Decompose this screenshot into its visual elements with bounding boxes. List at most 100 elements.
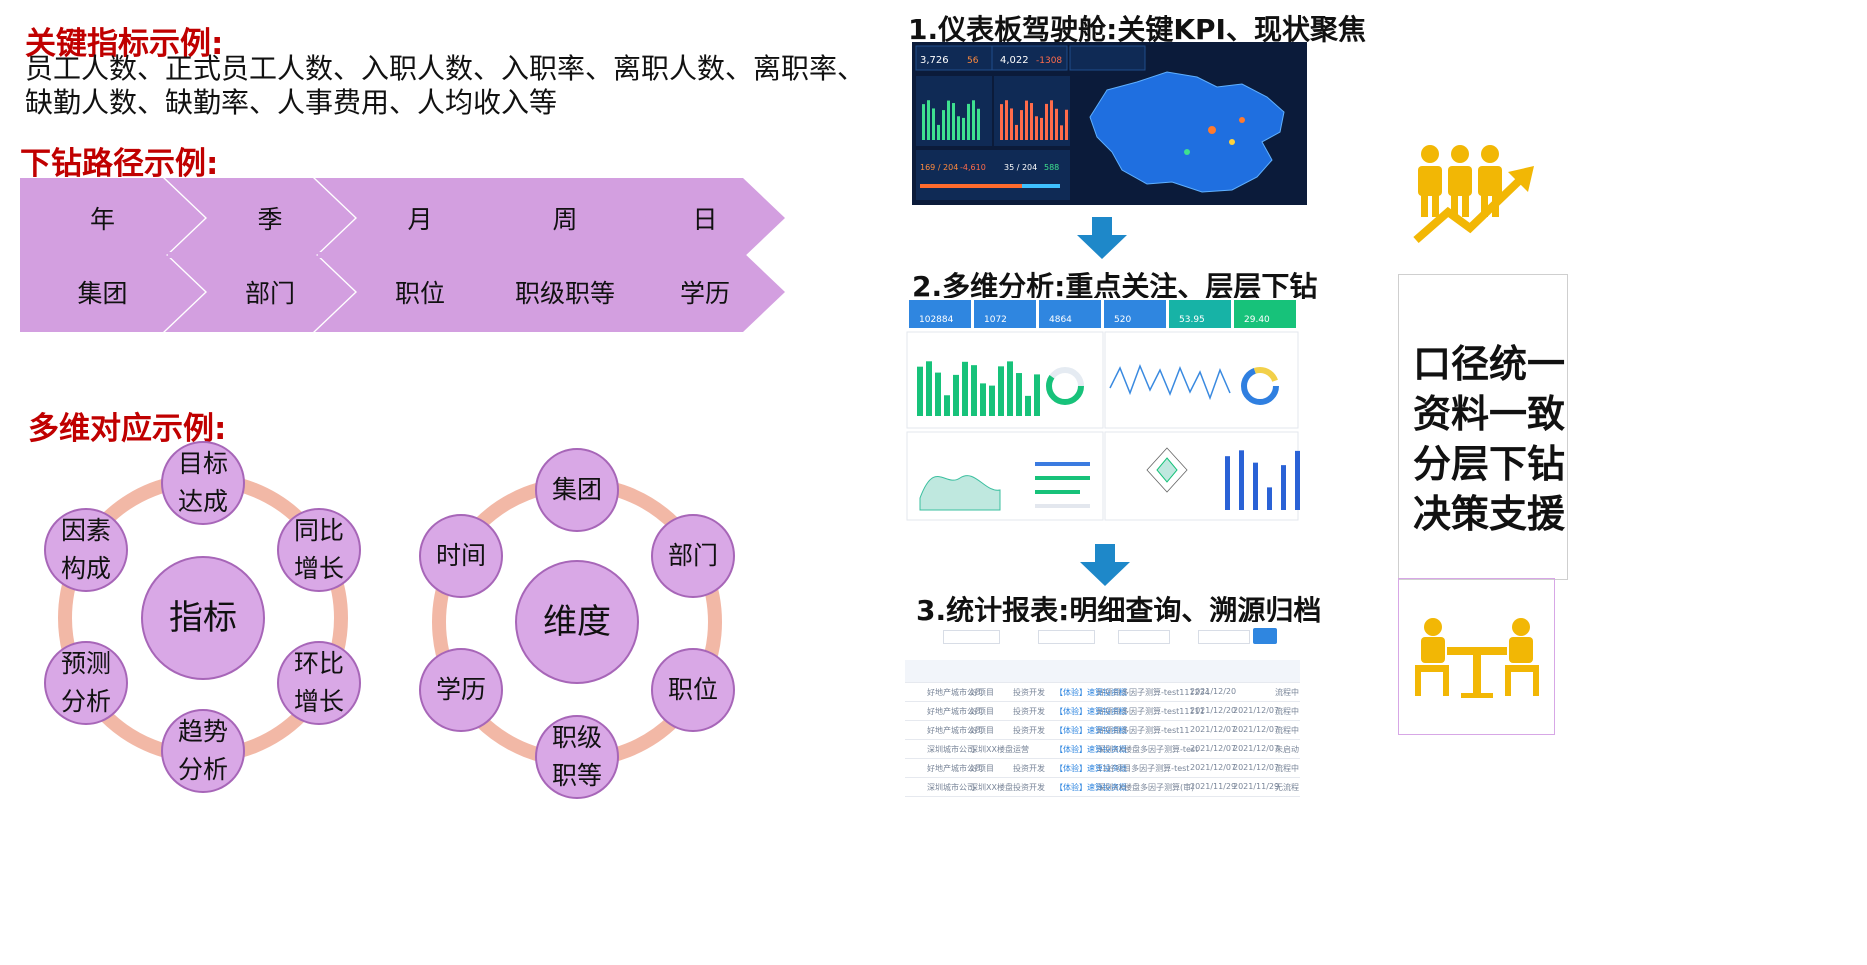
table-cell: 投资开发 xyxy=(1013,688,1045,697)
down-arrow-1 xyxy=(1077,217,1127,259)
report-search-button[interactable] xyxy=(1253,628,1277,644)
dashbars2-bar xyxy=(1035,116,1038,140)
analysis-tile xyxy=(1039,300,1101,328)
dimension-node-6: 时间 xyxy=(419,514,503,598)
dashbars2-bar xyxy=(1020,110,1023,140)
dashbars1-bar xyxy=(952,103,955,140)
table-cell: 【体验】速算投资概 xyxy=(1055,726,1127,735)
analysis-tile xyxy=(1169,300,1231,328)
dashbars2-bar xyxy=(1050,100,1053,140)
metric-node-2: 同比 增长 xyxy=(277,508,361,592)
bluebars-bar xyxy=(1239,450,1244,510)
bluebars-bar xyxy=(1267,487,1272,510)
analysis-tile-value: 1072 xyxy=(984,315,1007,325)
table-cell: 未启动 xyxy=(1275,745,1299,754)
table-cell: 2021/12/07 xyxy=(1233,706,1280,715)
table-cell: 2021/12/20 xyxy=(1190,687,1237,696)
greenbars-bar xyxy=(1016,373,1022,416)
analysis-area xyxy=(919,475,1001,511)
table-cell: 【体验】速算投资概 xyxy=(1055,707,1127,716)
table-cell: 流程中 xyxy=(1275,726,1299,735)
analysis-tile-value: 29.40 xyxy=(1244,315,1270,325)
summary-line-4: 决策支援 xyxy=(1413,492,1566,536)
table-cell: 【体验】速算投资概 xyxy=(1055,764,1127,773)
greenbars-bar xyxy=(953,374,959,416)
table-row[interactable]: 好地产城市公司好项目投资开发【体验】速算投资概好项目多因子测算-test1112… xyxy=(905,682,1300,702)
dash-bar-chart-1 xyxy=(922,100,980,140)
metric-node-1: 目标 达成 xyxy=(161,441,245,525)
greenbars-bar xyxy=(926,361,932,416)
greenbars-bar xyxy=(971,365,977,416)
dashbars1-bar xyxy=(942,110,945,140)
dashbars1-bar xyxy=(962,117,965,140)
screen1-title: 1.仪表板驾驶舱:关键KPI、现状聚焦 xyxy=(908,13,1366,46)
table-cell: 2021/12/20 xyxy=(1190,706,1237,715)
dash-kpi-6: -4,610 xyxy=(960,163,986,172)
table-cell: 好项目 xyxy=(970,726,994,735)
table-cell: 好项目多因子测算-test111234 xyxy=(1097,688,1210,697)
table-cell: 无流程 xyxy=(1275,783,1299,792)
bluebars-bar xyxy=(1281,465,1286,510)
table-cell: 好项目 xyxy=(970,707,994,716)
table-cell: 流程中 xyxy=(1275,688,1299,697)
greenbars-bar xyxy=(980,383,986,416)
table-cell: 【体验】速算投资概 xyxy=(1055,745,1127,754)
dashbars1-bar xyxy=(937,124,940,140)
dashbars1-bar xyxy=(967,103,970,140)
dimension-node-2: 部门 xyxy=(651,514,735,598)
table-cell: 2021/12/07 xyxy=(1190,725,1237,734)
metric-node-5: 预测 分析 xyxy=(44,641,128,725)
greenbars-bar xyxy=(1034,374,1040,416)
table-cell: 好地产城市公司 xyxy=(927,764,983,773)
greenbars-bar xyxy=(962,361,968,416)
analysis-tile-value: 102884 xyxy=(919,315,954,325)
dashbars2-bar xyxy=(1030,103,1033,140)
table-cell: 2021/12/07 xyxy=(1233,725,1280,734)
summary-line-3: 分层下钻 xyxy=(1413,442,1566,486)
analysis-tile xyxy=(909,300,971,328)
table-cell: 流程中 xyxy=(1275,764,1299,773)
table-row[interactable]: 好地产城市公司好项目投资开发【体验】速算投资概好项目多因子测算-test1111… xyxy=(905,701,1300,721)
screen2-title: 2.多维分析:重点关注、层层下钻 xyxy=(912,270,1318,303)
table-row[interactable]: 深圳城市公司深圳XX楼盘投资开发【体验】速算投资概深圳XX楼盘多因子测算(审)2… xyxy=(905,777,1300,797)
dashbars1-bar xyxy=(927,100,930,140)
analysis-tile xyxy=(974,300,1036,328)
dash-kpi-1: 3,726 xyxy=(920,55,949,66)
dashbars2-bar xyxy=(1000,104,1003,140)
analysis-blue-bars xyxy=(1225,450,1300,510)
table-cell: 投资开发 xyxy=(1013,783,1045,792)
metric-center: 指标 xyxy=(141,556,265,680)
table-cell: 2021/12/07 xyxy=(1190,763,1237,772)
meeting-icon xyxy=(1415,618,1539,698)
dashbars1-bar xyxy=(977,108,980,140)
analysis-line xyxy=(1109,363,1231,401)
table-cell: 好项目 xyxy=(970,688,994,697)
table-cell: 深圳XX楼盘 xyxy=(970,783,1013,792)
metric-node-4: 趋势 分析 xyxy=(161,709,245,793)
analysis-tile xyxy=(1104,300,1166,328)
dash-kpi-3: 4,022 xyxy=(1000,55,1029,66)
analysis-tile-value: 4864 xyxy=(1049,315,1072,325)
table-cell: 【体验】速算投资概 xyxy=(1055,783,1127,792)
analysis-tile-value: 520 xyxy=(1114,315,1131,325)
table-cell: 好项目 xyxy=(970,764,994,773)
analysis-green-bars xyxy=(917,361,1040,416)
dimension-node-1: 集团 xyxy=(535,448,619,532)
dashbars1-bar xyxy=(922,104,925,140)
org-chevron-1: 集团 xyxy=(20,252,205,332)
dash-bar-chart-2 xyxy=(1000,100,1068,140)
china-map-shape xyxy=(1089,71,1285,193)
metric-node-6: 因素 构成 xyxy=(44,508,128,592)
table-cell: 2021/11/29 xyxy=(1233,782,1280,791)
dash-kpi-8: 588 xyxy=(1044,163,1059,172)
bluebars-bar xyxy=(1225,456,1230,510)
dashbars2-bar xyxy=(1025,100,1028,140)
down-arrow-2 xyxy=(1080,544,1130,586)
dashbars2-bar xyxy=(1060,125,1063,140)
